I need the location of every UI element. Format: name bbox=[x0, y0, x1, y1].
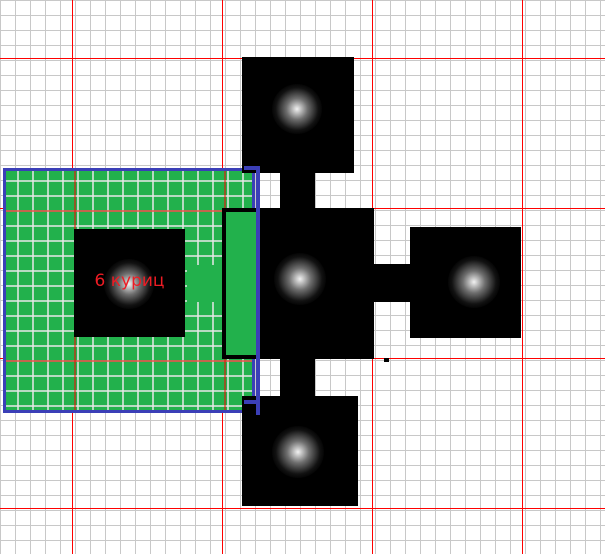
room-top bbox=[242, 57, 354, 173]
lamp-icon bbox=[272, 426, 324, 478]
room-right bbox=[410, 227, 521, 338]
lamp-icon bbox=[448, 256, 500, 308]
room-bottom bbox=[242, 396, 358, 506]
corner-mark bbox=[244, 166, 260, 170]
corner-mark bbox=[244, 400, 260, 404]
lamp-icon bbox=[272, 84, 322, 134]
corridor-top bbox=[280, 173, 315, 209]
lamp-icon bbox=[104, 259, 154, 309]
corridor-bottom bbox=[280, 359, 315, 396]
corridor-right bbox=[374, 264, 410, 302]
lamp-icon bbox=[274, 253, 326, 305]
corner-mark bbox=[256, 170, 260, 415]
door-frame bbox=[222, 208, 260, 359]
room-center bbox=[258, 208, 374, 359]
pen-connector bbox=[187, 265, 222, 302]
pen-coop: 6 куриц bbox=[74, 229, 185, 337]
dot-mark bbox=[384, 358, 389, 362]
pen-label: 6 куриц bbox=[94, 271, 165, 291]
